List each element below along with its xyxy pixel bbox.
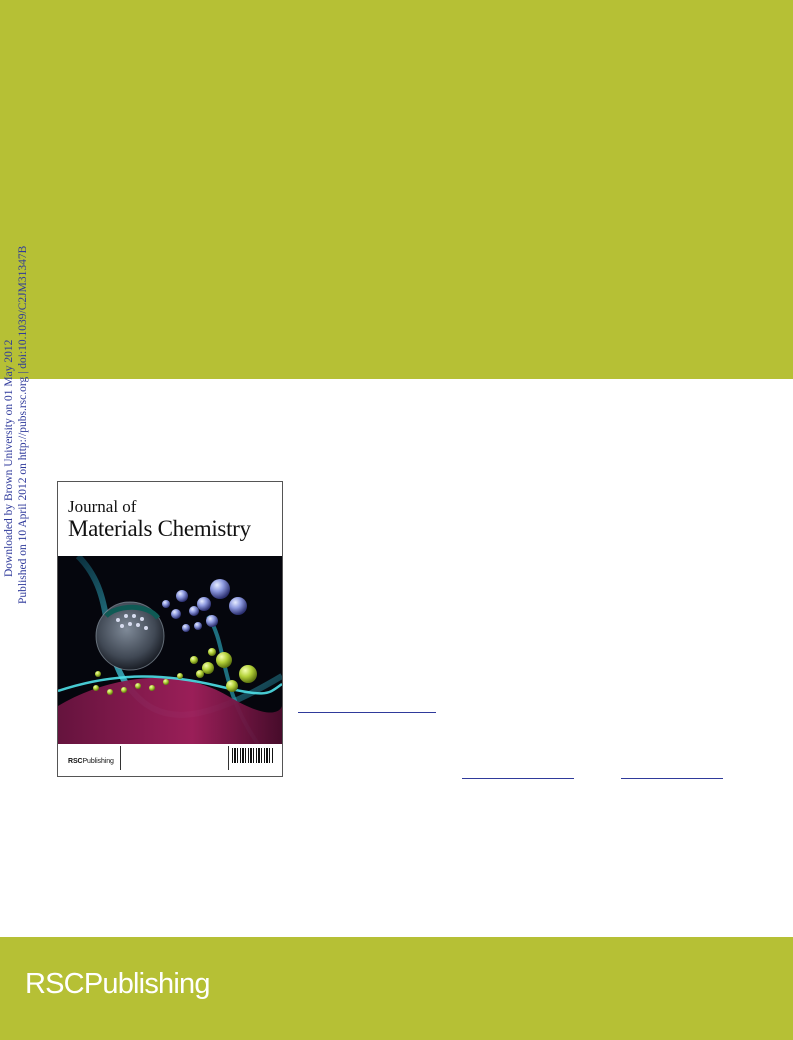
cover-title-line2: Materials Chemistry <box>68 516 251 541</box>
cover-artwork-illustration <box>58 556 282 744</box>
barcode-divider <box>228 746 229 770</box>
cover-publisher-logo: RSCPublishing <box>68 758 114 765</box>
cover-title-line1: Journal of <box>68 497 137 516</box>
published-stamp[interactable]: Published on 10 April 2012 on http://pub… <box>17 245 29 604</box>
cover-divider <box>120 746 121 770</box>
footer-logo-rsc: RSC <box>25 968 85 1000</box>
download-stamp: Downloaded by Brown University on 01 May… <box>3 339 15 577</box>
journal-cover-thumbnail[interactable]: Journal of Materials Chemistry <box>57 481 283 777</box>
rsc-publishing-logo: RSCPublishing <box>25 970 210 999</box>
cover-title: Journal of Materials Chemistry <box>68 498 278 540</box>
footer-logo-publishing: Publishing <box>83 968 211 1000</box>
cover-publisher-rsc: RSC <box>68 758 83 765</box>
link-underline-1[interactable] <box>298 712 436 713</box>
cover-footer: RSCPublishing <box>58 744 282 776</box>
link-underline-2[interactable] <box>462 778 574 779</box>
header-color-band <box>0 0 793 379</box>
link-underline-3[interactable] <box>621 778 723 779</box>
cover-publisher-publishing: Publishing <box>82 758 114 765</box>
barcode-icon <box>232 748 274 763</box>
cover-artwork <box>58 556 282 744</box>
footer-color-band <box>0 937 793 1040</box>
